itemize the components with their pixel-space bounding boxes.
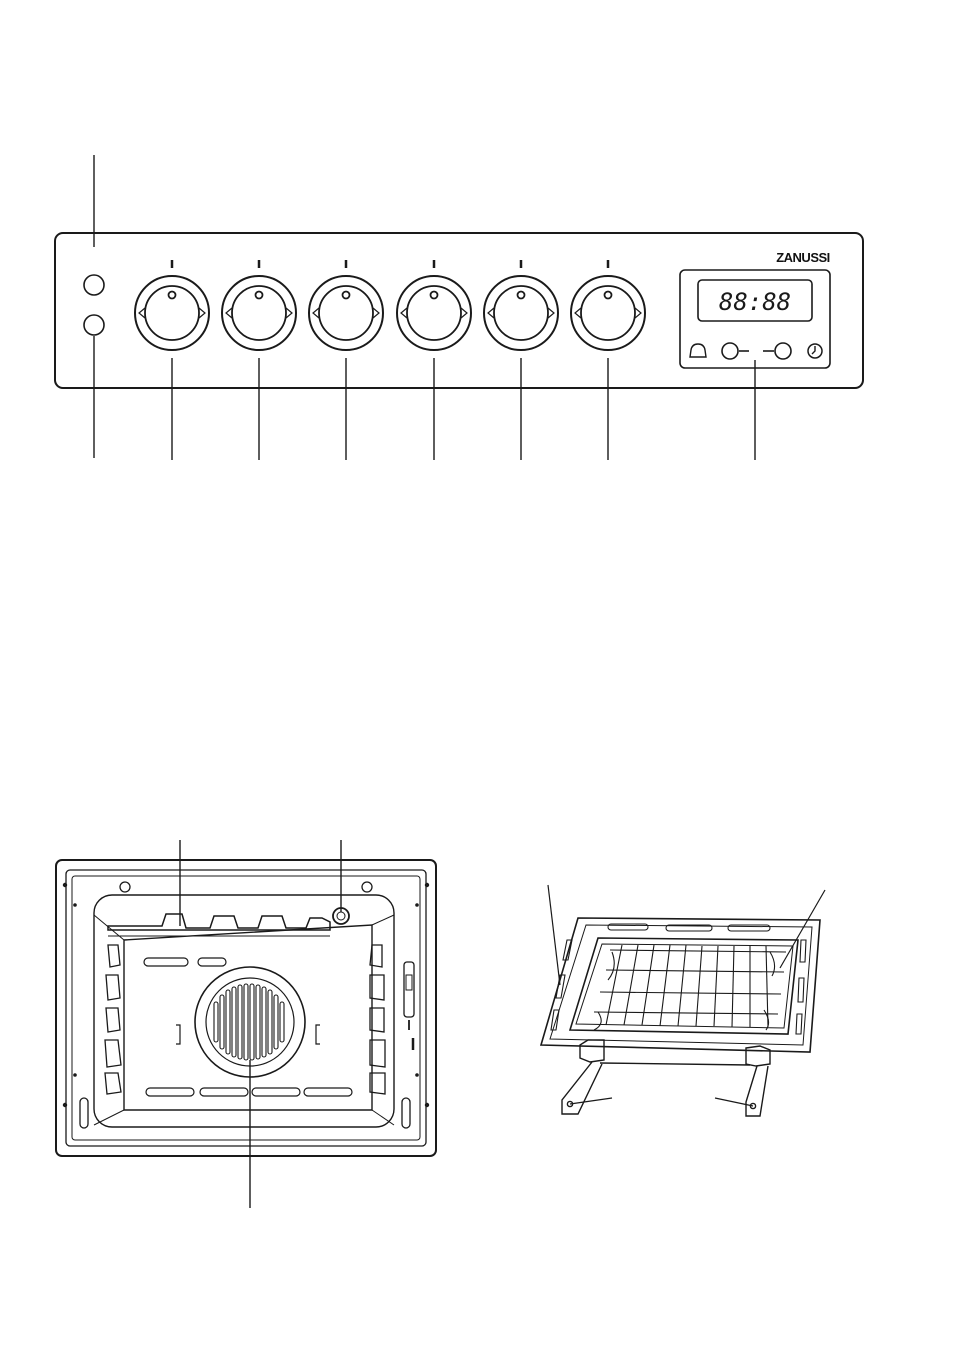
wire-shelf bbox=[594, 945, 786, 1030]
bell-icon[interactable] bbox=[690, 344, 706, 357]
oven-interior bbox=[56, 840, 436, 1208]
knob-3[interactable] bbox=[309, 260, 383, 350]
timer-module: 88:88 bbox=[680, 270, 830, 368]
indicator-lamp-1 bbox=[84, 275, 104, 295]
grill-pan-handle bbox=[562, 1040, 770, 1116]
timer-outline bbox=[680, 270, 830, 368]
shelf-supports-left bbox=[105, 945, 121, 1094]
clock-icon[interactable] bbox=[808, 344, 822, 358]
knob-6[interactable] bbox=[571, 260, 645, 350]
knob-5[interactable] bbox=[484, 260, 558, 350]
callout-lines-panel bbox=[94, 155, 755, 460]
plus-button[interactable] bbox=[775, 343, 791, 359]
knob-2[interactable] bbox=[222, 260, 296, 350]
brand-logo: ZANUSSI bbox=[776, 250, 830, 265]
indicator-lamp-2 bbox=[84, 315, 104, 335]
minus-button[interactable] bbox=[722, 343, 738, 359]
control-panel: ZANUSSI 88:88 bbox=[55, 155, 863, 460]
knob-4[interactable] bbox=[397, 260, 471, 350]
grill-element bbox=[108, 914, 330, 930]
grill-pan-assembly bbox=[541, 885, 825, 1116]
knob-1[interactable] bbox=[135, 260, 209, 350]
timer-display: 88:88 bbox=[719, 288, 791, 316]
